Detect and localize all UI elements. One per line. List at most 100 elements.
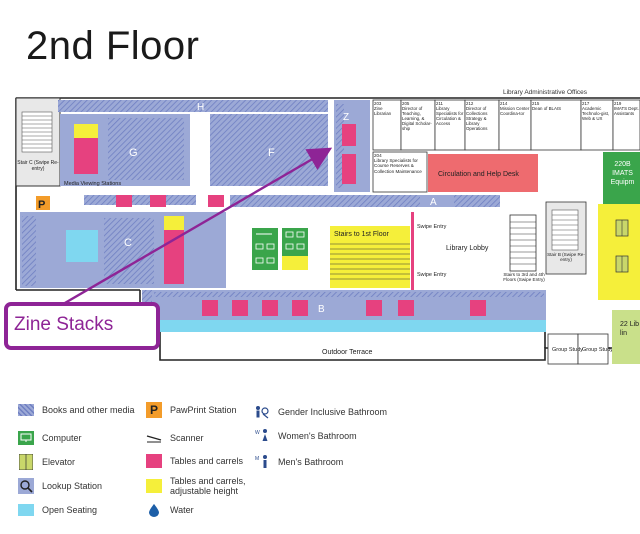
stacks-h: [58, 100, 328, 112]
stair-b-label: Stair B (Swipe Re-entry): [547, 252, 585, 262]
tables-a-3: [208, 195, 224, 207]
legend-seating: Open Seating: [18, 504, 97, 516]
women-icon: W: [254, 428, 270, 444]
pawprint-icon: P: [146, 402, 162, 418]
office-number: 219: [614, 101, 622, 106]
room-220b: [603, 152, 640, 204]
elevator-icon: [18, 454, 34, 470]
tables-z-1: [342, 124, 356, 146]
office-name: Director of Teaching, Learning, & Digita…: [402, 106, 432, 131]
office-number: 205: [402, 101, 410, 106]
zine-stacks-label: Zine Stacks: [14, 314, 113, 335]
stacks-c: [104, 218, 154, 284]
swipe-entry-bar: [411, 212, 414, 290]
computer-cluster: [252, 228, 308, 270]
section-b-label: B: [318, 304, 325, 315]
legend-lookup: Lookup Station: [18, 478, 102, 494]
legend-water: Water: [146, 502, 194, 518]
library-lobby-label: Library Lobby: [446, 245, 489, 252]
circulation-desk: [428, 154, 538, 192]
floor-map: Library Administrative Offices Stair C (…: [4, 89, 640, 365]
tables-z-2: [342, 154, 356, 184]
group-study-1-label: Group Study: [552, 347, 583, 353]
stacks-c-left: [22, 216, 36, 286]
office-name: Dean of BLAIS: [532, 106, 562, 111]
legend-tables-adj: Tables and carrels, adjustable height: [146, 476, 276, 496]
legend-scanner: Scanner: [146, 430, 204, 446]
stair-c-label: Stair C (Swipe Re-entry): [17, 160, 58, 172]
tables-a-2: [150, 195, 166, 207]
open-seating-c: [66, 230, 98, 262]
tables-c: [164, 216, 184, 284]
tables-adj-swatch: [146, 479, 162, 493]
stairs-1st-steps: [330, 243, 410, 280]
section-z-label: Z: [343, 112, 349, 123]
monitor-icon: [18, 430, 34, 446]
books-swatch: [18, 404, 34, 416]
section-c-label: C: [124, 237, 132, 249]
tables-adj-c: [164, 216, 184, 230]
offices-row: [372, 99, 640, 151]
gender-inclusive-icon: [254, 404, 270, 420]
office-number: 215: [532, 101, 540, 106]
section-f-label: F: [268, 147, 275, 159]
office-number: 212: [466, 101, 474, 106]
office-number: 203: [374, 101, 382, 106]
tables-a-1: [116, 195, 132, 207]
office-204: [372, 151, 428, 193]
office-name: Zine Librarian: [374, 106, 392, 116]
men-icon: M: [254, 454, 270, 470]
circulation-label: Circulation and Help Desk: [438, 171, 519, 178]
legend-mens-bath: M Men's Bathroom: [254, 454, 343, 470]
pawprint-map-glyph: P: [38, 199, 45, 211]
group-study-2: [577, 333, 609, 365]
swipe-entry-bottom-label: Swipe Entry: [417, 272, 447, 278]
office-name: IMATS Dept. Assistants: [614, 106, 639, 116]
legend-computer: Computer: [18, 430, 82, 446]
legend-womens-bath: W Women's Bathroom: [254, 428, 357, 444]
section-g-label: G: [129, 147, 138, 159]
stairs-to-1st-floor: [330, 226, 410, 288]
elevator-map-icons: [615, 219, 629, 273]
stair-c-steps: [21, 111, 53, 153]
office-number: 214: [500, 101, 508, 106]
group-study-2-label: Group Study: [582, 347, 613, 353]
legend-elevator: Elevator: [18, 454, 75, 470]
legend-pawprint: P PawPrint Station: [146, 402, 237, 418]
map-legend: Books and other media Computer Elevator …: [18, 400, 638, 530]
legend-books: Books and other media: [18, 404, 135, 416]
seating-swatch: [18, 504, 34, 516]
office-name: Library Specialists for Circulation & Ac…: [436, 106, 464, 126]
office-name: Academic Technolo-gist, Web & UX: [582, 106, 610, 121]
area-a: [420, 195, 454, 207]
water-drop-icon: [146, 502, 162, 518]
room-220b-label: 220B IMATS Equipm: [611, 161, 635, 186]
stair-b-steps: [551, 209, 579, 251]
outdoor-terrace-label: Outdoor Terrace: [322, 349, 373, 356]
stairs-3rd-steps: [510, 221, 536, 265]
stacks-g: [108, 118, 184, 180]
section-h-label: H: [197, 102, 204, 113]
zine-stacks-callout: [4, 302, 160, 350]
magnifier-icon: [18, 478, 34, 494]
tables-b: [202, 300, 486, 316]
office-name: Director of Collections Strategy & Libra…: [466, 106, 488, 131]
tables-swatch: [146, 454, 162, 468]
scanner-icon: [146, 430, 162, 446]
tables-adj-g: [74, 124, 98, 138]
stairs-1st-label: Stairs to 1st Floor: [334, 231, 390, 238]
svg-text:W: W: [255, 430, 260, 436]
pawprint-station-map: [36, 196, 50, 210]
elevator-bank: [598, 204, 640, 300]
stacks-z: [336, 104, 344, 188]
stacks-b-top: [154, 292, 544, 297]
stacks-a: [230, 195, 500, 207]
office-number: 217: [582, 101, 590, 106]
